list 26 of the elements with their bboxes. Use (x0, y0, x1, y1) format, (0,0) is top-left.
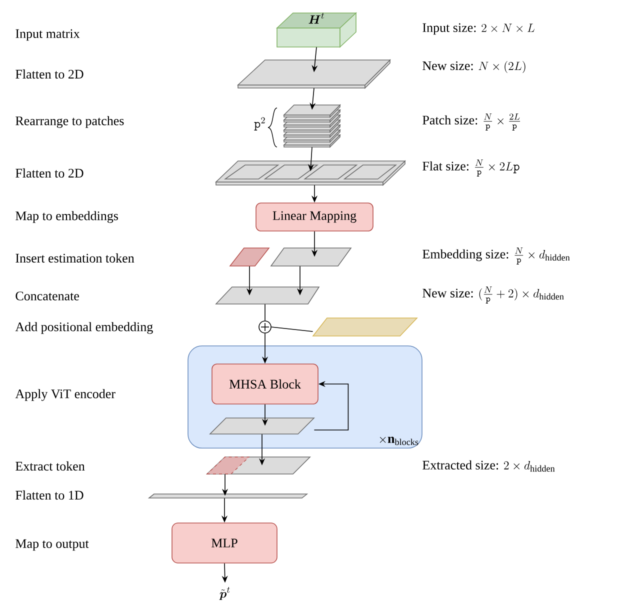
step-label: Map to embeddings (16, 211, 118, 223)
size-annotation: $\text{New size: }N\times(2L)$ (422, 61, 526, 74)
sum-circle (258, 320, 272, 334)
step-label: Apply ViT encoder (15, 389, 116, 401)
step-label: Flatten to 1D (16, 490, 84, 500)
step-label: Concatenate (16, 292, 79, 300)
output-symbol: $\tilde{\boldsymbol{p}}^{t}$ (219, 587, 230, 600)
step-label: Map to output (16, 539, 89, 551)
size-annotation: $\text{New size: }(\frac{N}{\mathtt{p}}+2)\times d_{\text{hidden}}$ (422, 286, 564, 304)
process-box: Linear Mapping (256, 202, 374, 232)
step-label: Flatten to 2D (16, 168, 84, 178)
step-label: Insert estimation token (16, 253, 134, 263)
step-label: Extract token (16, 461, 85, 471)
size-annotation: $\text{Input size: }2\times N\times L$ (422, 23, 534, 35)
step-label: Rearrange to patches (16, 116, 124, 128)
size-annotation: $\text{Patch size: }\frac{N}{\mathtt{p}}\times\frac{2L}{\mathtt{p}}$ (422, 114, 520, 131)
node-label: $\boldsymbol{H}^{t}$ (308, 12, 324, 24)
step-label: Input matrix (16, 29, 80, 41)
process-box: MLP (172, 522, 278, 564)
size-annotation: $\text{Flat size: }\frac{N}{\mathtt{p}}\times 2L\mathtt{p}$ (422, 160, 520, 177)
process-box: MHSA Block (212, 364, 318, 404)
step-label: Add positional embedding (15, 322, 153, 334)
size-annotation: $\text{Embedding size: }\frac{N}{\mathtt{p}}\times d_{\text{hidden}}$ (422, 248, 570, 265)
patch-count-label: $\mathtt{p}^{2}$ (254, 117, 265, 131)
step-label: Flatten to 2D (16, 69, 84, 79)
size-annotation: $\text{Extracted size: }2\times d_{\text{hidden}}$ (422, 460, 555, 472)
